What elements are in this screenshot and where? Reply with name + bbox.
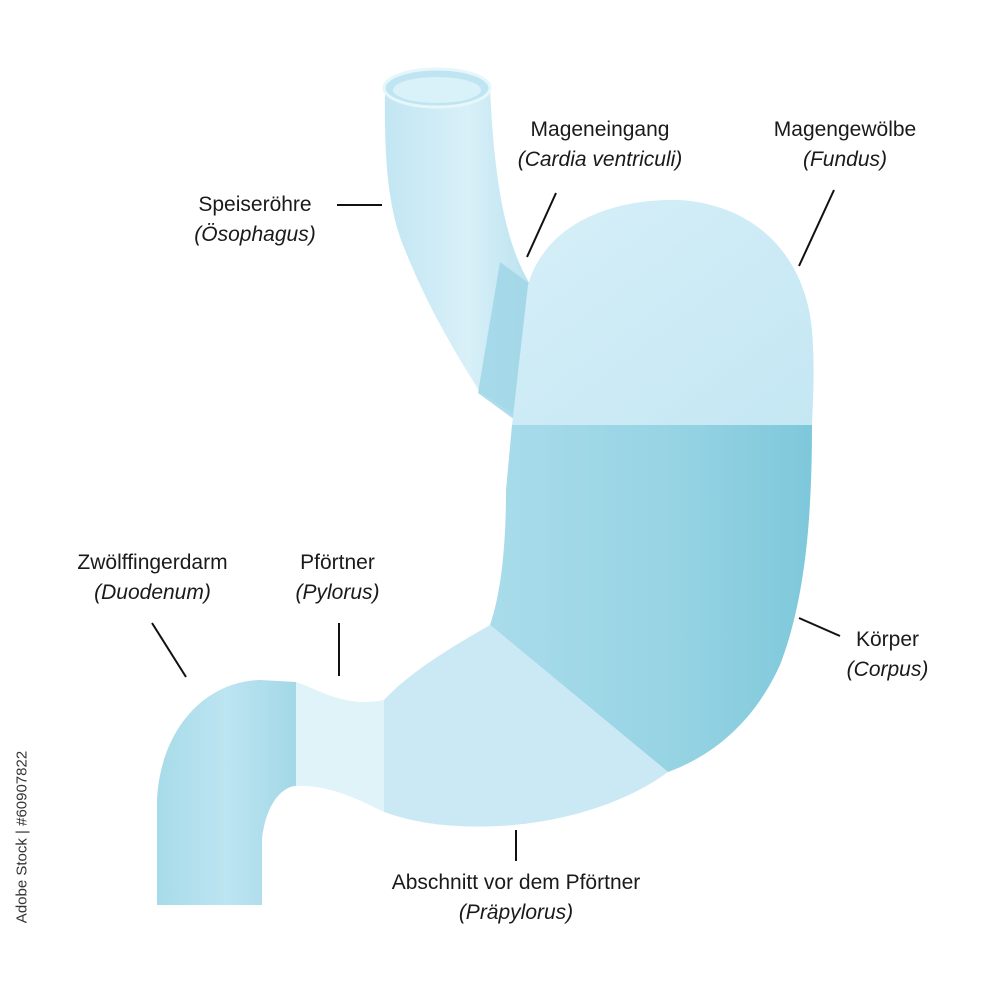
label-duodenum-german: Zwölffingerdarm — [77, 551, 228, 574]
label-pylorus: Pförtner (Pylorus) — [275, 548, 400, 608]
label-esophagus: Speiseröhre (Ösophagus) — [175, 190, 335, 250]
label-fundus-latin: (Fundus) — [802, 148, 888, 171]
leader-cardia — [526, 192, 557, 258]
label-corpus: Körper (Corpus) — [830, 625, 945, 685]
label-esophagus-latin: (Ösophagus) — [194, 223, 316, 246]
stock-credit: Adobe Stock | #60907822 — [10, 751, 34, 923]
label-pylorus-latin: (Pylorus) — [295, 581, 380, 604]
label-duodenum-latin: (Duodenum) — [94, 581, 211, 604]
leader-duodenum — [151, 622, 187, 678]
label-duodenum: Zwölffingerdarm (Duodenum) — [45, 548, 260, 608]
label-pylorus-german: Pförtner — [300, 551, 375, 574]
label-cardia: Mageneingang (Cardia ventriculi) — [490, 115, 710, 175]
stock-credit-text: Adobe Stock | #60907822 — [13, 750, 31, 924]
leader-lines — [151, 189, 841, 861]
duodenum-region — [157, 680, 296, 905]
fundus-region — [512, 199, 814, 425]
pylorus-region — [296, 682, 384, 812]
esophagus-lumen — [393, 77, 481, 103]
label-corpus-latin: (Corpus) — [846, 658, 929, 681]
label-corpus-german: Körper — [855, 628, 920, 651]
prepylorus-region — [384, 625, 668, 827]
leader-corpus — [798, 617, 841, 637]
label-prepylorus-latin: (Präpylorus) — [458, 901, 574, 924]
label-cardia-german: Mageneingang — [530, 118, 670, 141]
label-fundus: Magengewölbe (Fundus) — [745, 115, 945, 175]
corpus-region — [490, 425, 812, 772]
leader-fundus — [798, 189, 835, 267]
label-esophagus-german: Speiseröhre — [198, 193, 312, 216]
label-prepylorus: Abschnitt vor dem Pförtner (Präpylorus) — [340, 868, 692, 928]
cardia-region — [478, 262, 538, 420]
label-prepylorus-german: Abschnitt vor dem Pförtner — [391, 871, 641, 894]
label-cardia-latin: (Cardia ventriculi) — [517, 148, 683, 171]
label-fundus-german: Magengewölbe — [773, 118, 917, 141]
